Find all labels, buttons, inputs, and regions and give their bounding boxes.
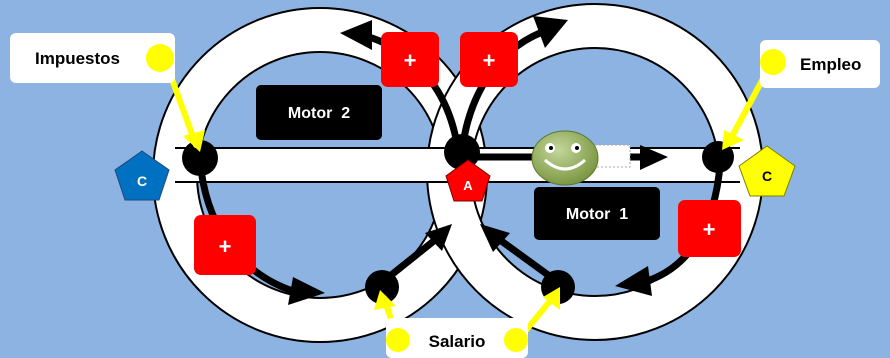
- plus-box-bottom-right: +: [678, 200, 741, 257]
- impuestos-label: Impuestos: [35, 49, 120, 68]
- empleo-callout: Empleo: [760, 40, 880, 88]
- arrow-head-top-left: [340, 20, 372, 50]
- svg-text:+: +: [703, 217, 716, 242]
- arrow-head-salario-left: [425, 224, 452, 251]
- svg-text:C: C: [762, 168, 772, 184]
- svg-text:C: C: [137, 173, 147, 189]
- node-left: [182, 140, 218, 176]
- node-center: [444, 134, 480, 170]
- node-salario-left: [365, 270, 399, 304]
- arrow-head-salario-right: [480, 224, 510, 252]
- motor-1-label: Motor 1: [566, 206, 628, 223]
- motor-2-label: Motor 2: [288, 105, 350, 122]
- node-right: [702, 141, 734, 173]
- arrow-head-bottom-right: [615, 266, 652, 296]
- arrow-head-top-right: [533, 16, 568, 48]
- svg-text:+: +: [404, 48, 417, 73]
- svg-text:+: +: [219, 234, 232, 259]
- pentagon-right: C: [738, 145, 796, 197]
- arrow-head-center-right: [640, 145, 668, 170]
- pentagon-left: C: [114, 150, 170, 201]
- arrow-head-bottom-left: [288, 277, 325, 305]
- motor-2-box: Motor 2: [256, 85, 382, 140]
- salario-label: Salario: [429, 332, 486, 351]
- plus-box-top-right: +: [460, 32, 518, 87]
- impuestos-callout: Impuestos: [10, 33, 175, 83]
- salario-callout: Salario: [386, 318, 528, 358]
- pentagon-center: A: [445, 159, 491, 202]
- motor-1-box: Motor 1: [534, 187, 660, 240]
- svg-text:A: A: [463, 178, 473, 193]
- smiley-face-icon: [531, 130, 631, 186]
- svg-text:+: +: [483, 48, 496, 73]
- plus-box-bottom-left: +: [194, 215, 256, 275]
- empleo-label: Empleo: [800, 55, 861, 74]
- plus-box-top-left: +: [381, 32, 439, 87]
